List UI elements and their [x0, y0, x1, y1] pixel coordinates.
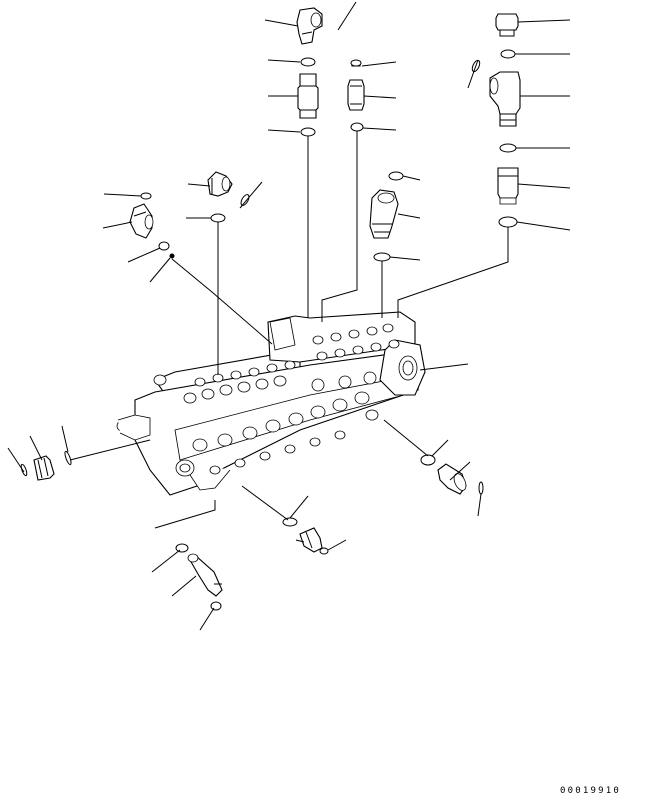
- drawing-number: 00019910: [560, 786, 621, 796]
- adapter-small-top: [347, 79, 365, 111]
- adapter-left-port: [33, 455, 55, 481]
- o-ring-left-port: [20, 463, 28, 477]
- o-ring-top-right-2: [499, 143, 517, 153]
- o-ring-bottom-center: [282, 517, 298, 527]
- plug-small-top: [350, 59, 362, 67]
- elbow-fitting-top-right: [489, 71, 521, 127]
- o-ring-left-port-2: [64, 450, 72, 466]
- elbow-fitting-top-center: [296, 7, 323, 45]
- o-ring-bottom-left: [175, 543, 189, 553]
- adapter-bottom-center: [299, 527, 323, 553]
- o-ring-top-center-2: [300, 127, 316, 137]
- elbow-fitting-mid-left: [207, 171, 233, 197]
- o-ring-bottom-right: [420, 454, 436, 466]
- adapter-top-center: [297, 73, 319, 119]
- plug-top-right: [495, 13, 519, 37]
- o-ring-left-top: [140, 192, 152, 200]
- elbow-fitting-left: [129, 203, 154, 239]
- o-ring-mid-right-1: [388, 171, 404, 181]
- o-ring-left-mid: [158, 241, 170, 251]
- adapter-top-right: [497, 167, 519, 205]
- o-ring-bottom-center-2: [319, 547, 329, 555]
- o-ring-bottom-right-small: [478, 481, 484, 495]
- o-ring-small-top: [350, 122, 364, 132]
- elbow-fitting-bottom-right: [437, 463, 467, 495]
- o-ring-bottom-left-2: [210, 601, 222, 611]
- control-valve-body: [116, 311, 426, 496]
- o-ring-mid-right-2: [373, 252, 391, 262]
- elbow-tube-bottom-left: [187, 553, 223, 597]
- o-ring-top-right-1: [500, 49, 516, 59]
- o-ring-top-center-1: [300, 57, 316, 67]
- o-ring-mid-left: [210, 213, 226, 223]
- o-ring-mid-left-small: [240, 194, 250, 206]
- ball-left: [169, 253, 175, 259]
- leader-lines: [7, 1, 571, 631]
- elbow-fitting-mid-right: [369, 189, 399, 239]
- o-ring-top-right-3: [498, 216, 518, 228]
